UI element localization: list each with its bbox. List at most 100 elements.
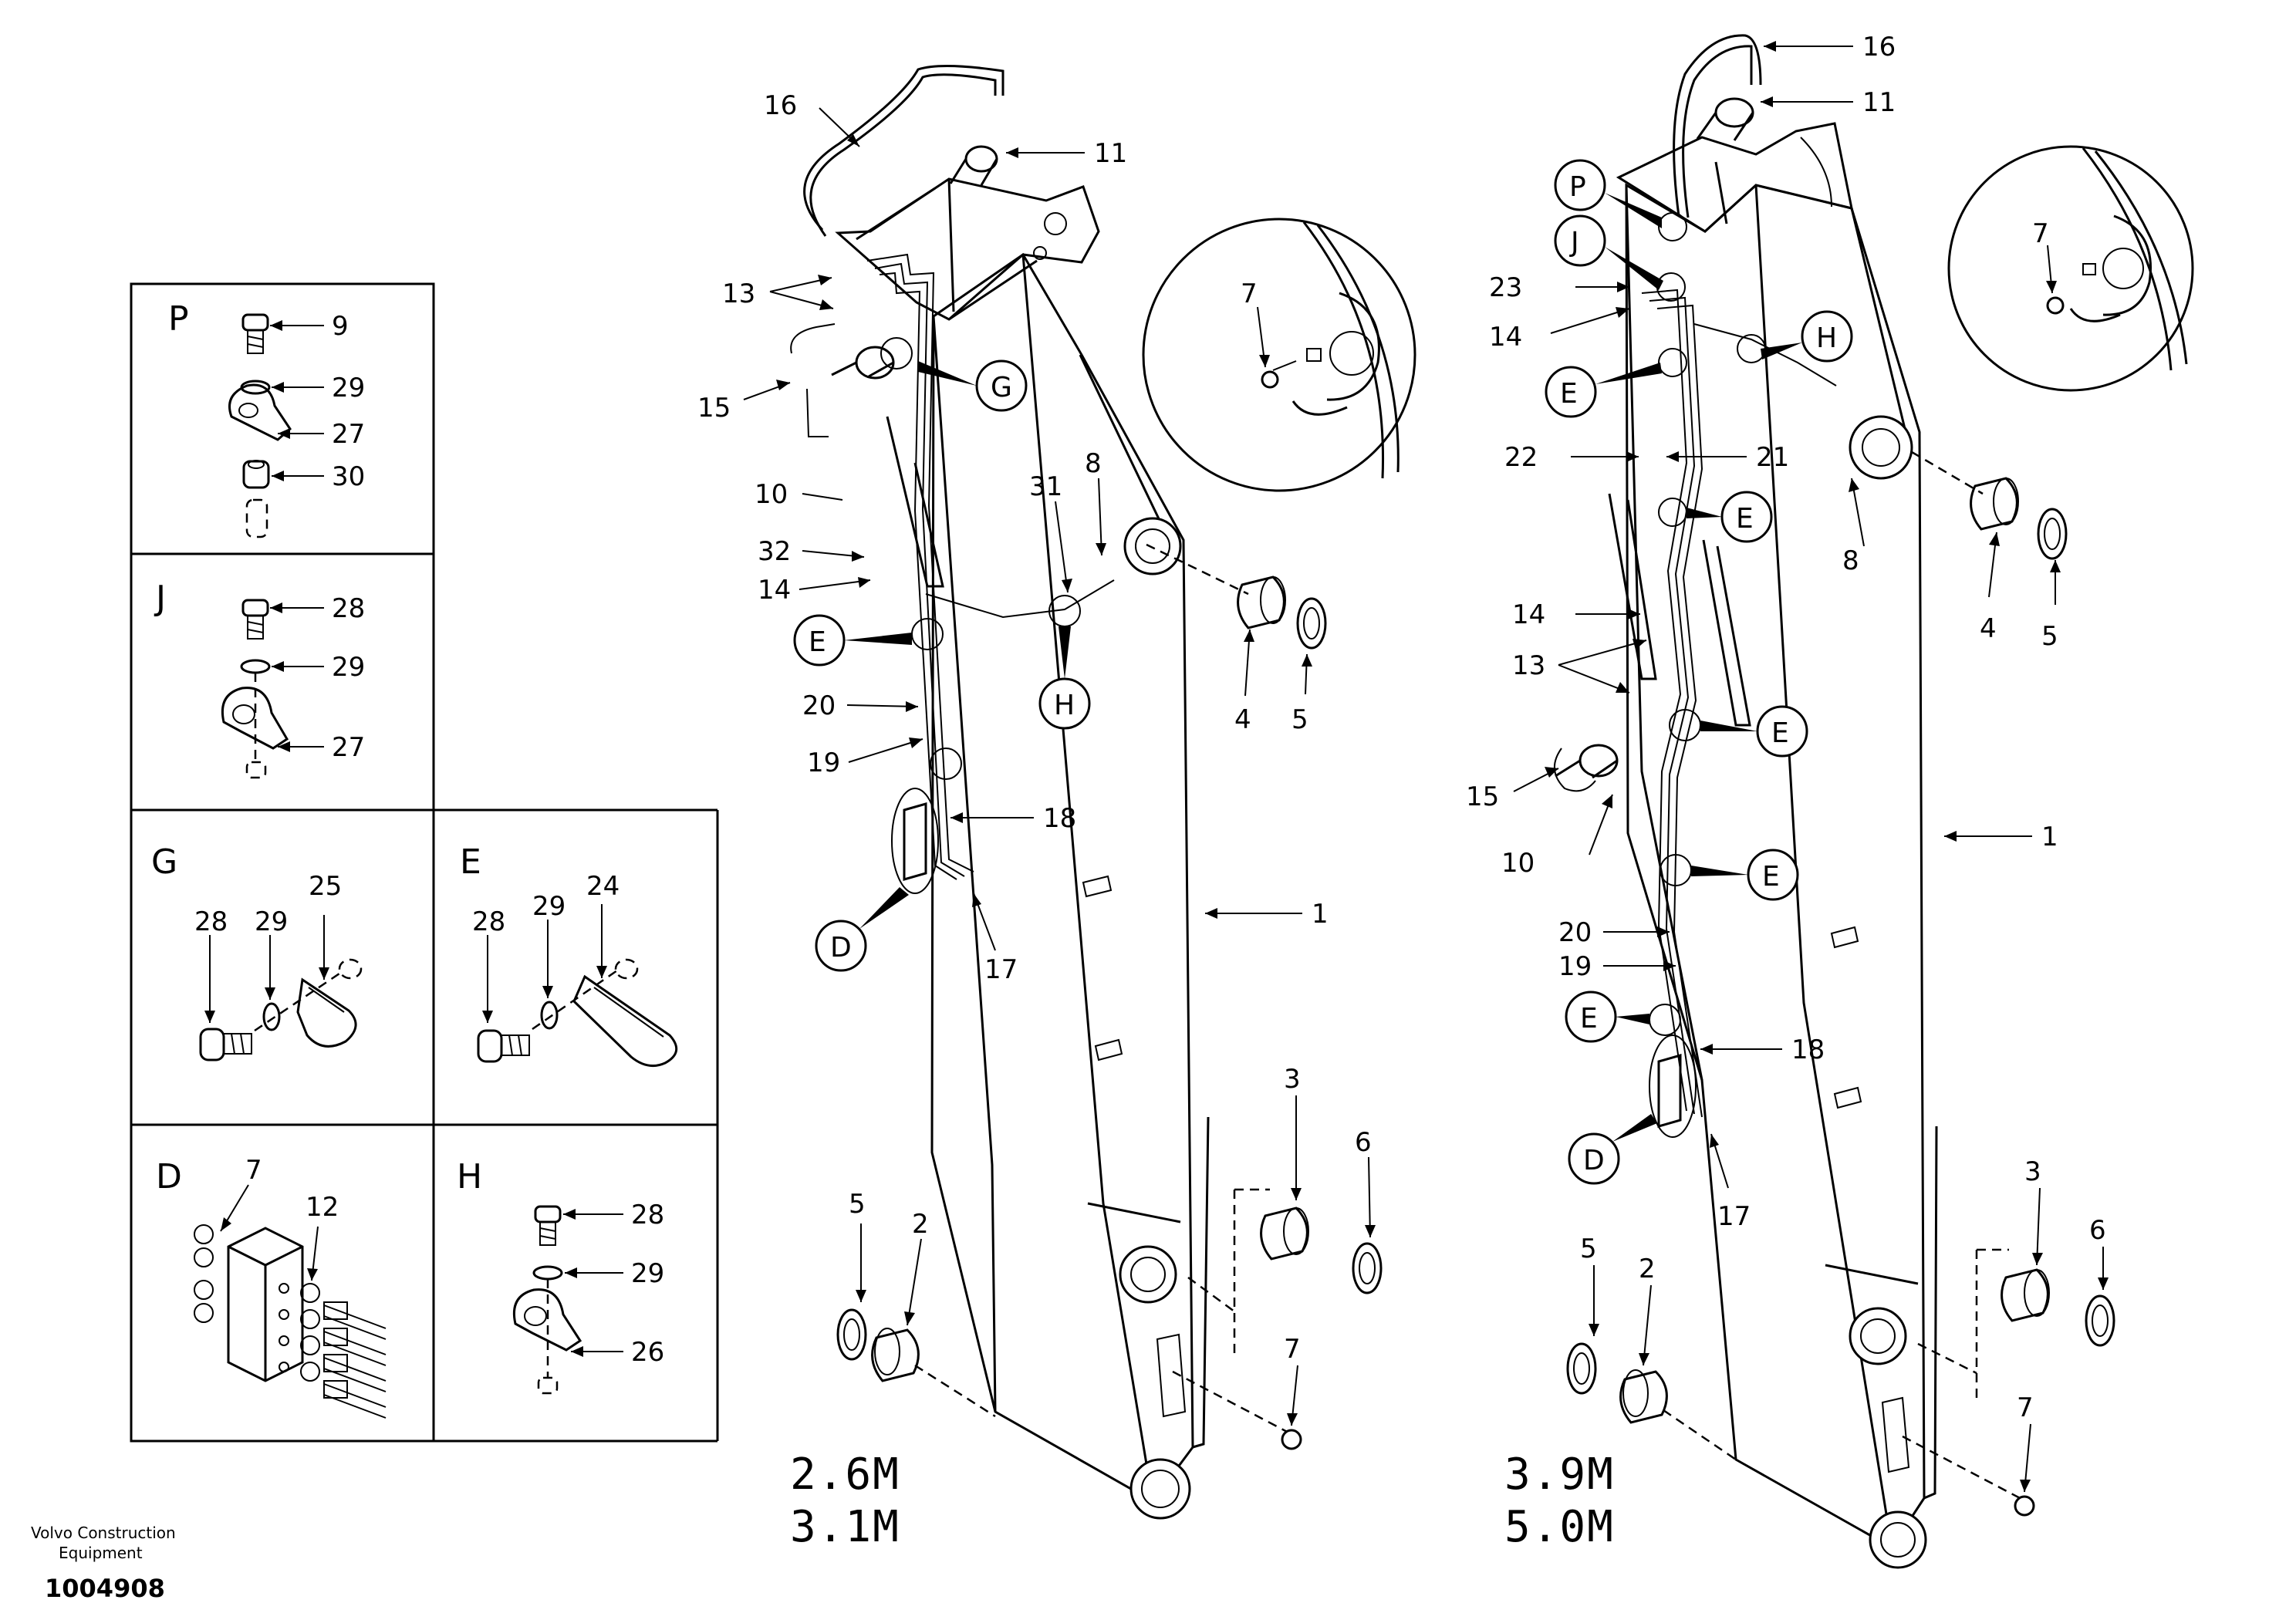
- panel-p-callout-27: 27: [332, 419, 365, 450]
- right-callout-14b: 14: [1512, 599, 1545, 630]
- footer: Volvo Construction Equipment 1004908: [31, 1524, 176, 1603]
- left-detail-tags: G E H D: [793, 359, 1091, 972]
- detail-panels-grid: [130, 282, 719, 1443]
- left-variant-line1: 2.6M: [790, 1450, 900, 1500]
- left-tag-e: E: [809, 626, 826, 658]
- right-callout-5: 5: [2041, 621, 2058, 652]
- left-variant-line2: 3.1M: [790, 1502, 900, 1552]
- right-callout-20: 20: [1558, 917, 1592, 948]
- left-callout-5: 5: [1292, 704, 1308, 735]
- footer-company-line2: Equipment: [59, 1544, 143, 1562]
- left-callout-18: 18: [1043, 803, 1076, 834]
- right-tag-e2: E: [1736, 503, 1754, 535]
- left-callout-14: 14: [758, 575, 791, 606]
- left-callouts: 16 11 13 15 10 31 8 32 14 20 19 18 17: [697, 90, 1376, 1426]
- panel-letter-j: J: [154, 579, 166, 618]
- right-bushings: [1566, 451, 2115, 1517]
- right-boom-assembly: 7 P J: [1466, 32, 2194, 1569]
- detail-panel-j: J 28 29 27: [154, 579, 365, 779]
- right-inset-callout-7: 7: [2032, 218, 2049, 249]
- right-tag-h: H: [1816, 322, 1837, 354]
- left-callout-13: 13: [722, 278, 755, 309]
- left-inset-magnifier: [1142, 218, 1416, 492]
- right-callout-8: 8: [1842, 545, 1859, 576]
- footer-drawing-number: 1004908: [45, 1574, 165, 1603]
- panel-letter-e: E: [460, 842, 481, 882]
- left-callout-1: 1: [1312, 899, 1329, 930]
- panel-g-callout-28: 28: [194, 906, 228, 937]
- right-tag-d: D: [1583, 1145, 1605, 1176]
- detail-panel-p: P 9 29 27 30: [168, 299, 365, 538]
- detail-panel-d: D 7 12: [156, 1155, 387, 1419]
- panel-p-callout-29: 29: [332, 373, 365, 403]
- right-callout-15: 15: [1466, 781, 1499, 812]
- right-tag-e5: E: [1580, 1003, 1598, 1034]
- right-tag-e1: E: [1560, 378, 1578, 410]
- panel-h-callout-26: 26: [631, 1337, 664, 1368]
- right-callout-23: 23: [1489, 272, 1522, 303]
- right-detail-tags: P J H E E E E E D: [1545, 159, 1853, 1185]
- panel-p-callout-30: 30: [332, 461, 365, 492]
- right-callout-3: 3: [2024, 1156, 2041, 1187]
- panel-g-callout-25: 25: [309, 871, 342, 902]
- panel-e-callout-29: 29: [532, 891, 566, 922]
- detail-panel-e: E 28 29 24: [460, 842, 678, 1068]
- left-callout-19: 19: [807, 748, 840, 778]
- left-callout-20: 20: [802, 690, 836, 721]
- right-tag-e3: E: [1771, 717, 1789, 749]
- left-callout-2: 2: [912, 1209, 929, 1240]
- right-inset-magnifier: [1947, 145, 2194, 392]
- left-callout-6: 6: [1355, 1127, 1372, 1158]
- right-callout-16: 16: [1862, 32, 1896, 62]
- left-callout-32: 32: [758, 536, 791, 567]
- left-callout-3: 3: [1284, 1064, 1301, 1095]
- panel-j-callout-29: 29: [332, 652, 365, 683]
- panel-letter-h: H: [457, 1157, 482, 1196]
- left-callout-5b: 5: [849, 1189, 866, 1220]
- left-boom-body: [930, 252, 1194, 1503]
- left-callout-7: 7: [1284, 1334, 1301, 1365]
- left-boom-assembly: 7 G E: [697, 64, 1416, 1552]
- panel-e-callout-24: 24: [586, 871, 620, 902]
- left-callout-8: 8: [1085, 448, 1102, 479]
- panel-h-callout-28: 28: [631, 1200, 664, 1230]
- right-tag-j: J: [1569, 227, 1579, 258]
- right-callout-13: 13: [1512, 650, 1545, 681]
- detail-panel-g: G 28 29 25: [151, 842, 363, 1061]
- left-callout-4: 4: [1234, 704, 1251, 735]
- left-callout-11: 11: [1094, 138, 1127, 169]
- detail-panel-h: H 28 29 26: [457, 1157, 664, 1395]
- left-callout-17: 17: [984, 954, 1018, 985]
- right-variant-line2: 5.0M: [1504, 1502, 1615, 1552]
- panel-d-callout-12: 12: [306, 1192, 339, 1223]
- right-callout-1: 1: [2041, 822, 2058, 852]
- panel-j-callout-27: 27: [332, 732, 365, 763]
- footer-company-line1: Volvo Construction: [31, 1524, 176, 1542]
- left-inset-callout-7: 7: [1241, 278, 1258, 309]
- left-callout-16: 16: [764, 90, 797, 121]
- panel-letter-d: D: [156, 1157, 182, 1196]
- right-callout-6: 6: [2089, 1215, 2106, 1246]
- panel-j-callout-28: 28: [332, 593, 365, 624]
- right-callout-4: 4: [1980, 613, 1997, 644]
- panel-d-callout-7: 7: [245, 1155, 262, 1186]
- panel-e-callout-28: 28: [472, 906, 505, 937]
- left-tag-d: D: [830, 932, 852, 964]
- right-callout-11: 11: [1862, 87, 1896, 118]
- right-callout-5b: 5: [1580, 1234, 1597, 1264]
- left-tag-g: G: [991, 372, 1012, 403]
- panel-g-callout-29: 29: [255, 906, 288, 937]
- right-callout-21: 21: [1756, 442, 1789, 473]
- panel-letter-p: P: [168, 299, 189, 339]
- right-callout-14: 14: [1489, 322, 1522, 353]
- panel-p-callout-9: 9: [332, 311, 349, 342]
- right-callout-22: 22: [1504, 442, 1538, 473]
- right-tag-e4: E: [1762, 861, 1780, 893]
- left-callout-15: 15: [697, 393, 731, 424]
- left-tag-h: H: [1054, 690, 1075, 721]
- right-callout-10: 10: [1501, 848, 1535, 879]
- right-tag-p: P: [1569, 171, 1586, 203]
- right-callouts: 16 11 23 14 22 21 8 14 13 15 10 20 19: [1466, 32, 2109, 1493]
- panel-h-callout-29: 29: [631, 1258, 664, 1289]
